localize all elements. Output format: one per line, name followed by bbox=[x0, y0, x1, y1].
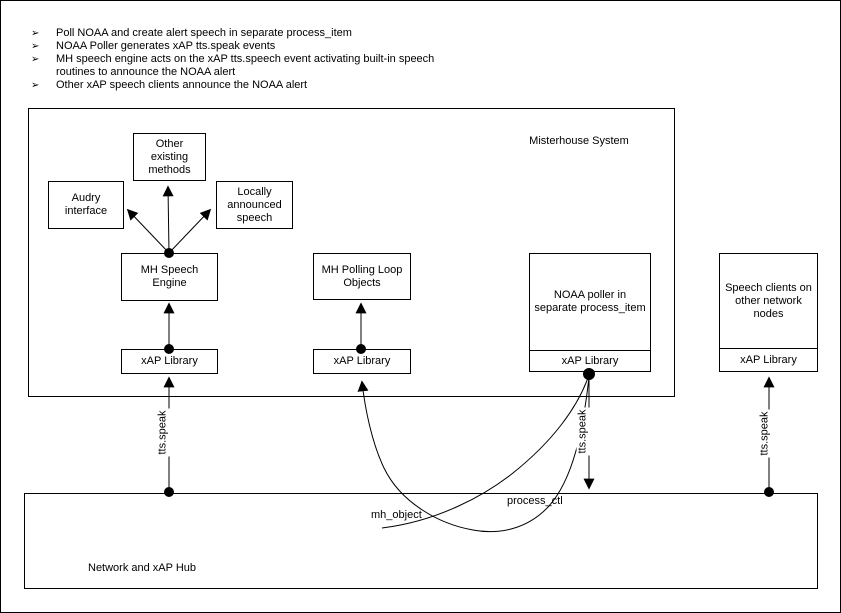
bullet-text: NOAA Poller generates xAP tts.speak even… bbox=[56, 40, 276, 52]
bullet-list: ➢ Poll NOAA and create alert speech in s… bbox=[31, 27, 731, 92]
edge-label-tts-speak-noaa: tts.speak bbox=[576, 407, 590, 456]
bullet-item: ➢ Other xAP speech clients announce the … bbox=[31, 79, 731, 92]
edge-label-mh-object: mh_object bbox=[371, 509, 422, 521]
bullet-marker-icon: ➢ bbox=[31, 28, 40, 39]
clients-xap-library-strip: xAP Library bbox=[720, 348, 817, 371]
edge-label-tts-speak-left: tts.speak bbox=[156, 408, 170, 457]
bullet-marker-icon: ➢ bbox=[31, 41, 40, 52]
node-speech-clients: Speech clients on other network nodes xA… bbox=[719, 253, 818, 372]
node-mh-polling-loop-objects: MH Polling Loop Objects bbox=[313, 253, 411, 300]
bullet-item: ➢ MH speech engine acts on the xAP tts.s… bbox=[31, 53, 731, 66]
bullet-marker-icon: ➢ bbox=[31, 54, 40, 65]
noaa-poller-label: NOAA poller in separate process_item bbox=[534, 289, 646, 314]
bullet-text: Poll NOAA and create alert speech in sep… bbox=[56, 27, 352, 39]
node-audry-interface: Audry interface bbox=[48, 181, 124, 229]
network-xap-hub-label: Network and xAP Hub bbox=[88, 562, 197, 574]
bullet-text: MH speech engine acts on the xAP tts.spe… bbox=[56, 53, 435, 65]
bullet-marker-icon: ➢ bbox=[31, 80, 40, 91]
speech-clients-label: Speech clients on other network nodes bbox=[725, 281, 812, 320]
bullet-marker-spacer bbox=[31, 66, 56, 79]
misterhouse-system-title: Misterhouse System bbox=[529, 135, 629, 147]
node-locally-announced-speech: Locally announced speech bbox=[216, 181, 293, 229]
node-xap-library-left: xAP Library bbox=[121, 349, 218, 374]
bullet-item: ➢ NOAA Poller generates xAP tts.speak ev… bbox=[31, 40, 731, 53]
bullet-text: routines to announce the NOAA alert bbox=[56, 66, 236, 78]
node-mh-speech-engine: MH Speech Engine bbox=[121, 253, 218, 301]
edge-label-process-ctl: process_ctl bbox=[507, 495, 563, 507]
noaa-xap-library-strip: xAP Library bbox=[530, 350, 650, 371]
node-noaa-poller: NOAA poller in separate process_item xAP… bbox=[529, 253, 651, 372]
bullet-text: Other xAP speech clients announce the NO… bbox=[56, 79, 308, 91]
bullet-item-continuation: routines to announce the NOAA alert bbox=[31, 66, 731, 79]
bullet-item: ➢ Poll NOAA and create alert speech in s… bbox=[31, 27, 731, 40]
node-other-existing-methods: Other existing methods bbox=[133, 133, 206, 181]
edge-label-tts-speak-right: tts.speak bbox=[758, 409, 772, 458]
node-xap-library-middle: xAP Library bbox=[313, 349, 411, 374]
